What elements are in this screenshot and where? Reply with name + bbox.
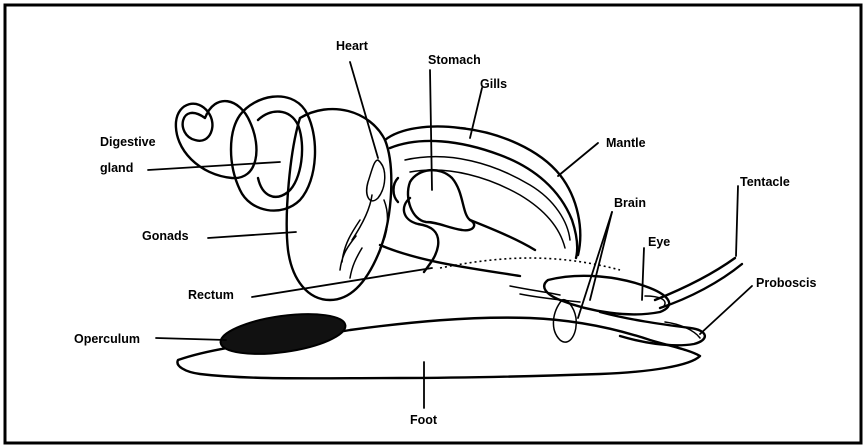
label-mantle: Mantle [606,136,646,150]
leader-operculum [156,338,226,340]
label-gills: Gills [480,77,507,91]
leader-gonads [208,232,296,238]
shell [176,96,391,300]
label-gonads: Gonads [142,229,189,243]
label-operculum: Operculum [74,332,140,346]
leader-heart [350,62,378,158]
label-rectum: Rectum [188,288,234,302]
label-heart: Heart [336,39,369,53]
mantle-cavity [380,127,580,277]
label-brain: Brain [614,196,646,210]
label-digestive-gland-1: Digestive [100,135,156,149]
leader-rectum [252,268,432,297]
leader-brain-2 [590,212,612,300]
labels: Heart Stomach Gills Mantle Digestive gla… [74,39,816,427]
label-tentacle: Tentacle [740,175,790,189]
label-digestive-gland-2: gland [100,161,133,175]
operculum-plate [218,307,348,360]
leader-proboscis [700,286,752,334]
leader-eye [642,248,644,300]
leader-tentacle [736,186,738,256]
label-proboscis: Proboscis [756,276,816,290]
label-stomach: Stomach [428,53,481,67]
label-foot: Foot [410,413,438,427]
leader-stomach [430,70,432,190]
leader-brain-1 [578,212,612,318]
leader-mantle [558,143,598,176]
label-eye: Eye [648,235,670,249]
heart-organ [340,160,387,278]
leader-digestive-gland [148,162,280,170]
